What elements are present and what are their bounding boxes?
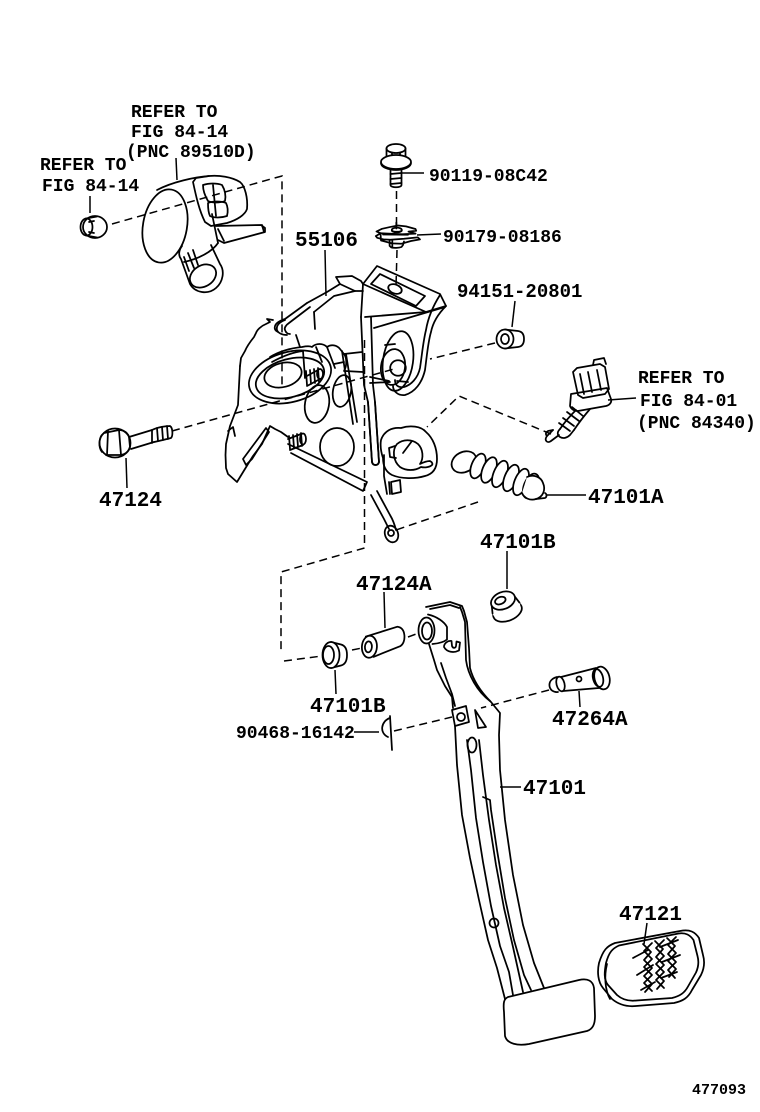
svg-text:90119-08C42: 90119-08C42 (429, 167, 548, 187)
svg-text:47101A: 47101A (588, 487, 664, 510)
svg-text:FIG 84-14: FIG 84-14 (131, 123, 228, 143)
svg-text:47124: 47124 (99, 490, 162, 513)
svg-text:47101: 47101 (523, 778, 586, 801)
svg-text:47101B: 47101B (480, 532, 556, 555)
svg-text:47101B: 47101B (310, 696, 386, 719)
svg-text:90179-08186: 90179-08186 (443, 228, 562, 248)
svg-text:477093: 477093 (692, 1082, 746, 1099)
svg-text:(PNC 84340): (PNC 84340) (637, 414, 756, 434)
svg-text:94151-20801: 94151-20801 (457, 281, 582, 303)
svg-text:47264A: 47264A (552, 709, 628, 732)
svg-text:(PNC 89510D): (PNC 89510D) (126, 143, 256, 163)
svg-text:FIG 84-14: FIG 84-14 (42, 177, 139, 197)
svg-text:REFER TO: REFER TO (40, 156, 127, 176)
svg-text:90468-16142: 90468-16142 (236, 724, 355, 744)
svg-text:47124A: 47124A (356, 574, 432, 597)
svg-text:47121: 47121 (619, 904, 682, 927)
svg-text:55106: 55106 (295, 230, 358, 253)
svg-text:REFER TO: REFER TO (638, 369, 725, 389)
svg-text:FIG 84-01: FIG 84-01 (640, 392, 737, 412)
svg-text:REFER TO: REFER TO (131, 103, 218, 123)
